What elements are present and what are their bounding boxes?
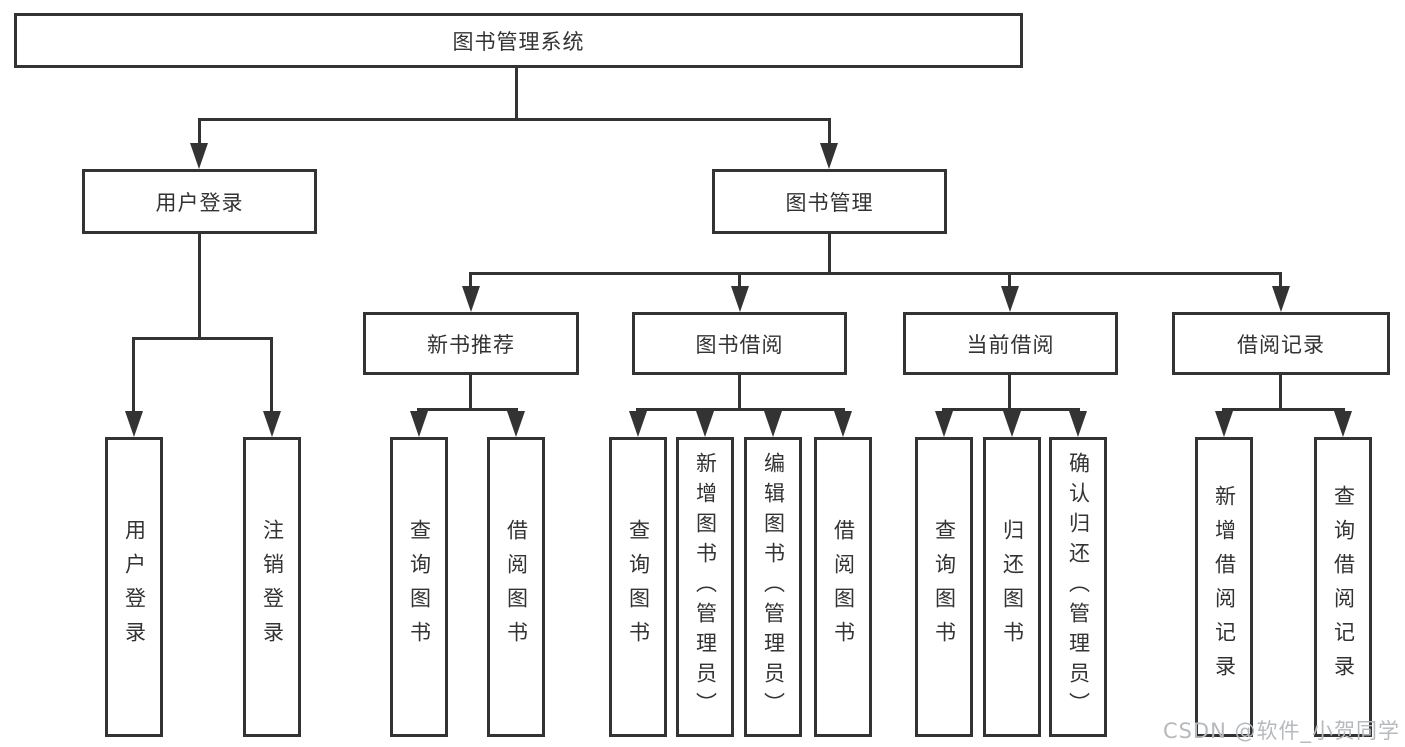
node-current-borrow: 当前借阅	[903, 312, 1118, 375]
connector-to-login-leaf	[132, 337, 135, 412]
leaf-cb-confirm-return-admin: 确认归还（管理员）	[1049, 437, 1107, 737]
node-user-login: 用户登录	[82, 169, 317, 234]
arrowhead-br-leaf-2	[1334, 411, 1352, 437]
connector-borrow-record-stem	[1279, 375, 1282, 409]
node-label: 图书管理	[785, 190, 874, 215]
leaf-label: 编辑图书（管理员）	[761, 452, 786, 722]
node-label: 新书推荐	[427, 332, 515, 357]
connector-to-current-borrow	[1008, 272, 1011, 287]
leaf-bb-borrow-books: 借阅图书	[814, 437, 872, 737]
leaf-nb-borrow-books: 借阅图书	[487, 437, 545, 737]
node-label: 图书借阅	[695, 332, 784, 357]
arrowhead-nb-leaf-2	[507, 411, 525, 437]
connector-book-borrow-stem	[738, 375, 741, 409]
arrowhead-borrow-record	[1272, 286, 1290, 312]
leaf-label: 确认归还（管理员）	[1066, 452, 1091, 722]
leaf-bb-add-books-admin: 新增图书（管理员）	[676, 437, 734, 737]
leaf-nb-query-books: 查询图书	[390, 437, 448, 737]
arrowhead-bb-leaf-2	[696, 411, 714, 437]
connector-to-new-book-rec	[469, 272, 472, 287]
connector-to-book-borrow	[738, 272, 741, 287]
node-book-mgmt: 图书管理	[712, 169, 947, 234]
leaf-label: 新增借阅记录	[1212, 485, 1237, 689]
connector-user-login-stem	[198, 234, 201, 340]
node-label: 当前借阅	[966, 332, 1055, 357]
connector-book-mgmt-branch	[469, 272, 1282, 275]
arrowhead-cb-leaf-1	[935, 411, 953, 437]
leaf-label: 归还图书	[1000, 519, 1025, 655]
connector-to-borrow-record	[1279, 272, 1282, 287]
connector-root-stem	[515, 68, 518, 120]
node-label: 借阅记录	[1237, 332, 1325, 357]
arrowhead-br-leaf-1	[1215, 411, 1233, 437]
leaf-label: 查询图书	[932, 519, 957, 655]
connector-book-borrow-branch	[636, 408, 845, 411]
arrowhead-logout-leaf	[263, 411, 281, 437]
leaf-label: 查询图书	[407, 519, 432, 655]
node-label: 用户登录	[155, 190, 244, 215]
leaf-label: 查询图书	[626, 519, 651, 655]
arrowhead-cb-leaf-2	[1003, 411, 1021, 437]
connector-to-book-mgmt	[828, 118, 831, 144]
leaf-label: 用户登录	[122, 519, 147, 655]
leaf-br-query-record: 查询借阅记录	[1314, 437, 1372, 737]
arrowhead-book-borrow	[731, 286, 749, 312]
leaf-logout: 注销登录	[243, 437, 301, 737]
node-borrow-record: 借阅记录	[1172, 312, 1390, 375]
leaf-label: 查询借阅记录	[1331, 485, 1356, 689]
leaf-user-login: 用户登录	[105, 437, 163, 737]
connector-new-book-rec-branch	[417, 408, 518, 411]
connector-to-logout-leaf	[270, 337, 273, 412]
connector-borrow-record-branch	[1222, 408, 1345, 411]
node-new-book-rec: 新书推荐	[363, 312, 579, 375]
connector-current-borrow-branch	[942, 408, 1080, 411]
node-label: 图书管理系统	[452, 29, 585, 54]
arrowhead-bb-leaf-1	[629, 411, 647, 437]
leaf-label: 借阅图书	[504, 519, 529, 655]
arrowhead-book-mgmt	[820, 143, 838, 169]
connector-current-borrow-stem	[1008, 375, 1011, 409]
arrowhead-cb-leaf-3	[1069, 411, 1087, 437]
connector-book-mgmt-stem	[828, 234, 831, 275]
leaf-cb-query-books: 查询图书	[915, 437, 973, 737]
node-book-borrow: 图书借阅	[632, 312, 847, 375]
leaf-label: 新增图书（管理员）	[693, 452, 718, 722]
connector-user-login-branch	[132, 337, 273, 340]
leaf-cb-return-books: 归还图书	[983, 437, 1041, 737]
leaf-label: 注销登录	[260, 519, 285, 655]
leaf-br-add-record: 新增借阅记录	[1195, 437, 1253, 737]
arrowhead-current-borrow	[1001, 286, 1019, 312]
arrowhead-nb-leaf-1	[410, 411, 428, 437]
connector-to-user-login	[198, 118, 201, 144]
arrowhead-login-leaf	[125, 411, 143, 437]
arrowhead-bb-leaf-4	[834, 411, 852, 437]
leaf-label: 借阅图书	[831, 519, 856, 655]
arrowhead-new-book-rec	[462, 286, 480, 312]
node-library-management-system: 图书管理系统	[14, 13, 1023, 68]
arrowhead-bb-leaf-3	[764, 411, 782, 437]
leaf-bb-query-books: 查询图书	[609, 437, 667, 737]
leaf-bb-edit-books-admin: 编辑图书（管理员）	[744, 437, 802, 737]
connector-root-branch	[198, 118, 831, 121]
arrowhead-user-login	[190, 143, 208, 169]
connector-new-book-rec-stem	[469, 375, 472, 409]
